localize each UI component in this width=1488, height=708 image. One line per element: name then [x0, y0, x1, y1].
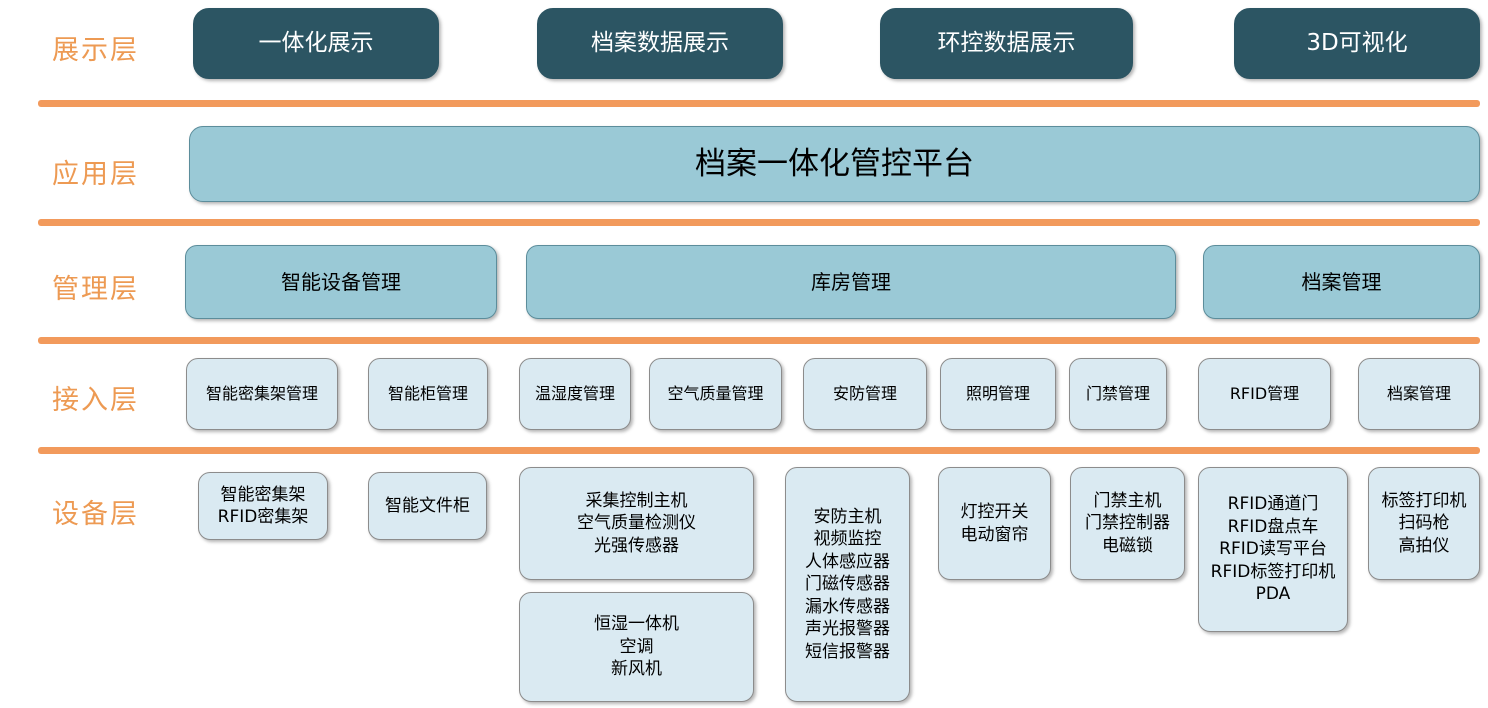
- access-box-archive[interactable]: 档案管理: [1358, 358, 1480, 430]
- device-box-acquisition-control[interactable]: 采集控制主机 空气质量检测仪 光强传感器: [519, 467, 754, 580]
- device-box-humidity-hvac-lines: 恒湿一体机 空调 新风机: [594, 614, 679, 680]
- display-box-environment-data[interactable]: 环控数据展示: [880, 8, 1133, 79]
- access-box-temperature-humidity[interactable]: 温湿度管理: [519, 358, 631, 430]
- management-box-warehouse[interactable]: 库房管理: [526, 245, 1176, 319]
- access-box-rfid[interactable]: RFID管理: [1198, 358, 1331, 430]
- access-box-smart-shelf[interactable]: 智能密集架管理: [186, 358, 338, 430]
- display-box-archive-data[interactable]: 档案数据展示: [537, 8, 783, 79]
- divider-management-access: [38, 337, 1480, 344]
- management-box-smart-device[interactable]: 智能设备管理: [185, 245, 497, 319]
- application-box-platform[interactable]: 档案一体化管控平台: [189, 126, 1480, 202]
- access-box-smart-cabinet[interactable]: 智能柜管理: [368, 358, 488, 430]
- display-box-integrated[interactable]: 一体化展示: [193, 8, 439, 79]
- device-box-humidity-hvac[interactable]: 恒湿一体机 空调 新风机: [519, 592, 754, 702]
- device-box-smart-shelf[interactable]: 智能密集架 RFID密集架: [198, 472, 328, 540]
- divider-application-management: [38, 219, 1480, 226]
- layer-label-access: 接入层: [52, 385, 139, 416]
- access-box-access-control[interactable]: 门禁管理: [1069, 358, 1167, 430]
- device-box-printer-scanner-lines: 标签打印机 扫码枪 高拍仪: [1381, 490, 1467, 556]
- device-box-printer-scanner[interactable]: 标签打印机 扫码枪 高拍仪: [1368, 467, 1480, 580]
- device-box-rfid[interactable]: RFID通道门 RFID盘点车 RFID读写平台 RFID标签打印机 PDA: [1198, 467, 1348, 632]
- management-box-archive[interactable]: 档案管理: [1203, 245, 1480, 319]
- layer-label-application: 应用层: [52, 159, 139, 190]
- device-box-lighting-lines: 灯控开关 电动窗帘: [960, 502, 1029, 545]
- device-box-security[interactable]: 安防主机 视频监控 人体感应器 门磁传感器 漏水传感器 声光报警器 短信报警器: [785, 467, 910, 702]
- layer-label-display: 展示层: [52, 35, 139, 66]
- device-box-smart-file-cabinet[interactable]: 智能文件柜: [368, 472, 487, 540]
- device-box-acquisition-control-lines: 采集控制主机 空气质量检测仪 光强传感器: [577, 490, 696, 556]
- device-box-smart-file-cabinet-lines: 智能文件柜: [385, 495, 470, 516]
- access-box-security[interactable]: 安防管理: [803, 358, 927, 430]
- layer-label-device: 设备层: [52, 499, 139, 530]
- device-box-lighting[interactable]: 灯控开关 电动窗帘: [938, 467, 1051, 580]
- device-box-access-control[interactable]: 门禁主机 门禁控制器 电磁锁: [1070, 467, 1185, 580]
- device-box-rfid-lines: RFID通道门 RFID盘点车 RFID读写平台 RFID标签打印机 PDA: [1210, 494, 1336, 605]
- divider-display-application: [38, 100, 1480, 107]
- device-box-access-control-lines: 门禁主机 门禁控制器 电磁锁: [1085, 490, 1170, 556]
- divider-access-device: [38, 447, 1480, 454]
- layer-label-management: 管理层: [52, 274, 139, 305]
- device-box-security-lines: 安防主机 视频监控 人体感应器 门磁传感器 漏水传感器 声光报警器 短信报警器: [805, 506, 890, 662]
- access-box-lighting[interactable]: 照明管理: [940, 358, 1056, 430]
- display-box-3d-visualization[interactable]: 3D可视化: [1234, 8, 1480, 79]
- device-box-smart-shelf-lines: 智能密集架 RFID密集架: [217, 484, 309, 527]
- access-box-air-quality[interactable]: 空气质量管理: [649, 358, 782, 430]
